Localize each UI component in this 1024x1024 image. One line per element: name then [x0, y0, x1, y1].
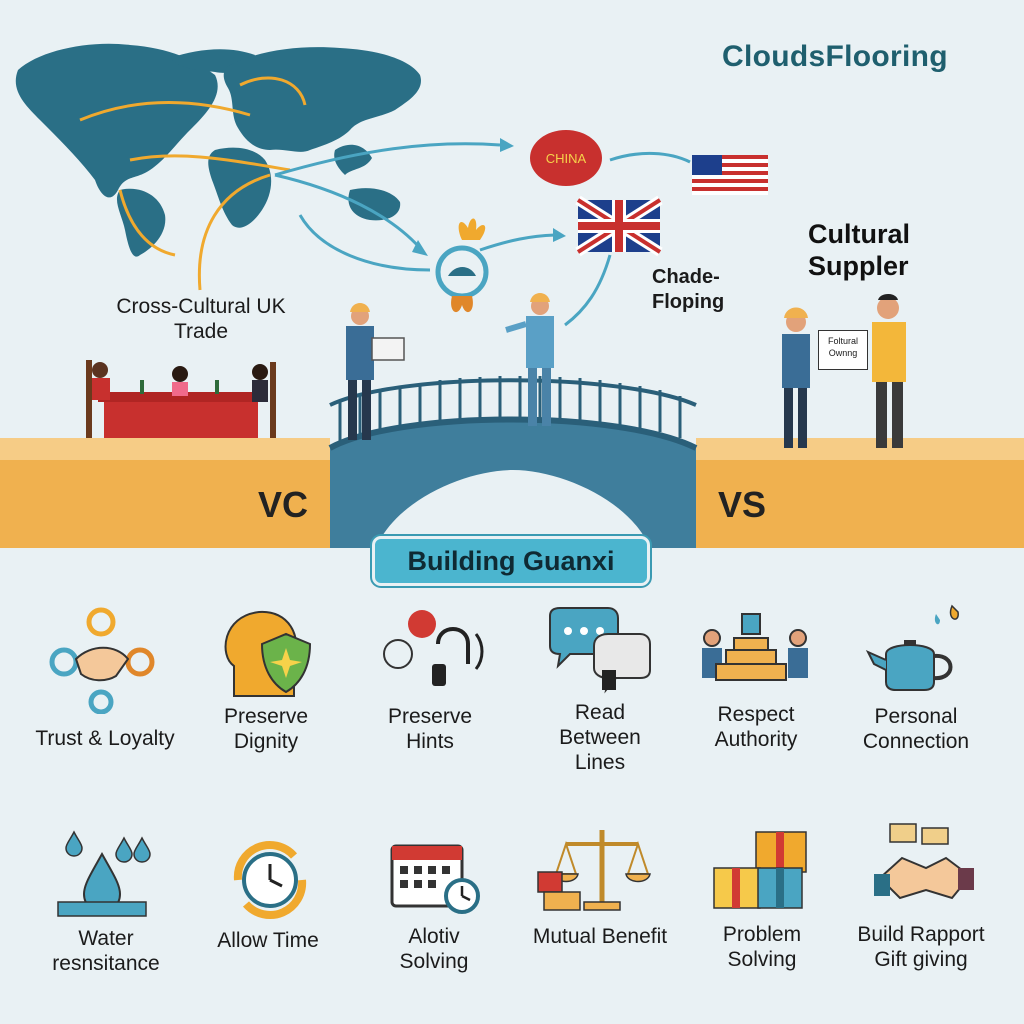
scales-icon	[537, 830, 651, 911]
left-word: VC	[258, 484, 309, 525]
label-allow-time: Allow Time	[217, 929, 319, 952]
label-problem-solving: Problem Solving	[722, 923, 802, 971]
listening-icon	[383, 610, 484, 686]
china-label: CHINA	[546, 151, 587, 166]
brand-title: CloudsFlooring	[722, 40, 948, 73]
cultural-supplier-label: Cultural Suppler	[808, 219, 911, 281]
person-left-bridge	[346, 303, 405, 440]
label-preserve-dignity: Preserve Dignity	[223, 705, 309, 753]
label-read-between-lines: Read Between Lines	[559, 701, 641, 774]
person-woman-right	[782, 307, 810, 448]
label-alotiv-solving: Alotiv Solving	[399, 925, 469, 973]
sign-card: Foltural Ownng	[818, 330, 868, 370]
label-trust-loyalty: Trust & Loyalty	[35, 727, 175, 750]
person-right-bridge	[505, 293, 554, 426]
china-flag-badge: CHINA	[530, 130, 602, 186]
head-shield-icon	[224, 610, 312, 697]
orange-trade-arrows	[79, 76, 307, 291]
clock-icon	[233, 841, 307, 919]
chade-label: Chade- Floping	[652, 266, 725, 313]
top-illustration: CHINA	[0, 43, 1024, 548]
central-emblem	[435, 218, 489, 313]
label-respect-authority: Respect Authority	[714, 703, 798, 751]
gift-handshake-icon	[874, 823, 974, 900]
building-guanxi-banner: Building Guanxi	[372, 536, 650, 586]
us-flag	[692, 155, 768, 195]
arrowheads	[412, 138, 566, 256]
right-word: VS	[718, 484, 767, 525]
label-preserve-hints: Preserve Hints	[387, 705, 473, 753]
uk-flag	[575, 195, 663, 257]
gift-boxes-icon	[713, 831, 807, 909]
handshake-icon	[49, 607, 155, 714]
person-man-right	[872, 294, 906, 448]
label-mutual-benefit: Mutual Benefit	[532, 925, 668, 948]
label-personal-connection: Personal Connection	[862, 705, 970, 753]
hierarchy-icon	[702, 613, 808, 681]
speech-bubbles-icon	[549, 607, 651, 694]
blue-trade-arrows	[274, 142, 691, 327]
label-water-resistance: Water resnsitance	[52, 927, 160, 975]
label-build-rapport: Build Rapport Gift giving	[857, 923, 985, 971]
world-map	[15, 43, 421, 257]
trade-label: Cross-Cultural UK Trade	[116, 295, 286, 343]
water-drops-icon	[57, 830, 151, 917]
bridge	[328, 376, 698, 548]
calendar-icon	[390, 844, 480, 914]
teapot-icon	[865, 604, 959, 691]
dinner-table-scene	[86, 360, 276, 446]
